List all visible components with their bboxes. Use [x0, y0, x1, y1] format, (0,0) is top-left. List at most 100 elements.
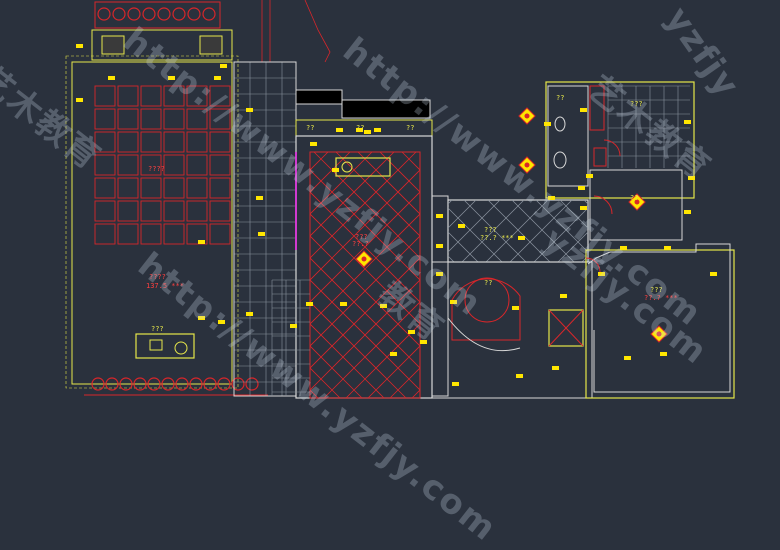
main-building	[60, 89, 670, 399]
diamond-line	[310, 152, 329, 171]
tree-symbol	[189, 377, 203, 391]
diamond-line	[310, 323, 385, 398]
dimension-tag	[218, 320, 225, 324]
dimension-tag	[560, 294, 567, 298]
hall-line	[448, 231, 479, 262]
diamond-line	[310, 169, 420, 281]
diamond-line	[310, 389, 319, 398]
diamond-line	[313, 152, 420, 259]
right-room-inner	[587, 243, 731, 393]
diamond-line	[310, 235, 420, 347]
label-right-top: ???	[630, 100, 643, 108]
dimension-tag	[598, 272, 605, 276]
tree-symbol	[112, 7, 126, 21]
dimension-tag	[620, 246, 627, 250]
dimension-tag	[214, 76, 221, 80]
yard-outline	[71, 61, 233, 385]
dimension-tag	[258, 232, 265, 236]
dimension-tag	[544, 122, 551, 126]
tree-symbol	[203, 377, 217, 391]
dimension-tag	[664, 246, 671, 250]
tree-symbol	[202, 7, 216, 21]
yard-tile	[117, 154, 139, 176]
light-symbol[interactable]	[518, 156, 536, 174]
label-stair: ??	[484, 279, 492, 287]
yard-tile	[209, 131, 231, 153]
light-symbol[interactable]	[650, 325, 668, 343]
hall-line	[448, 207, 503, 262]
small-room-outline	[589, 169, 683, 241]
tree-symbol	[91, 377, 105, 391]
diamond-line	[310, 191, 420, 303]
label-left-area: ????	[149, 273, 166, 281]
hall-line	[608, 200, 670, 262]
hall-line	[557, 231, 588, 262]
dimension-tag	[518, 236, 525, 240]
tree-symbol	[187, 7, 201, 21]
yard-tile	[140, 177, 162, 199]
yard-tile	[117, 223, 139, 245]
dimension-tag	[436, 244, 443, 248]
tree-symbol	[105, 377, 119, 391]
dimension-tag	[512, 306, 519, 310]
diamond-line	[310, 301, 407, 398]
label-hall: ???	[484, 226, 497, 234]
diamond-line	[310, 152, 417, 259]
hall-line	[511, 200, 575, 262]
tree-symbol	[119, 377, 133, 391]
light-symbol[interactable]	[628, 193, 646, 211]
left-yard	[65, 0, 331, 396]
tree-symbol	[97, 7, 111, 21]
dimension-tag	[340, 302, 347, 306]
stair-room-outline	[431, 261, 593, 399]
tree-symbol	[217, 377, 231, 391]
dimension-tag	[580, 108, 587, 112]
dimension-tag	[548, 196, 555, 200]
dimension-tag	[450, 300, 457, 304]
diamond-line	[379, 152, 420, 193]
diamond-line	[424, 152, 670, 398]
light-symbol[interactable]	[518, 107, 536, 125]
yard-tile	[117, 177, 139, 199]
dimension-tag	[688, 176, 695, 180]
dimension-tag	[220, 64, 227, 68]
yard-tile	[209, 200, 231, 222]
dimension-tag	[580, 206, 587, 210]
diamond-line	[60, 152, 306, 398]
toilet-1	[554, 116, 566, 132]
walkway	[233, 61, 297, 397]
right-wing	[545, 81, 735, 399]
light-symbol[interactable]	[355, 250, 373, 268]
dimension-tag	[290, 324, 297, 328]
yard-tile	[140, 131, 162, 153]
elevator	[548, 309, 584, 347]
hall-line	[368, 200, 430, 262]
island-sink	[341, 161, 353, 173]
hall-diagonal-pattern	[366, 200, 670, 262]
dimension-tag	[516, 374, 523, 378]
red-break-line	[304, 0, 331, 63]
stair-area-gray-grid	[271, 279, 310, 396]
label-center-top-2: ??	[356, 124, 364, 132]
yard-tile	[94, 154, 116, 176]
yard-tile	[163, 154, 185, 176]
yard-tile	[94, 177, 116, 199]
dimension-tag	[578, 186, 585, 190]
tree-symbol	[175, 377, 189, 391]
yard-table	[135, 333, 195, 359]
spiral-stair	[451, 278, 521, 341]
door-swing-3	[585, 257, 601, 273]
label-right-room: ???	[650, 286, 663, 294]
hall-line	[366, 200, 428, 262]
shower-red	[589, 85, 605, 131]
yard-tile	[209, 154, 231, 176]
label-center-room-size: ??.?	[352, 240, 369, 248]
label-left-top: ????	[148, 165, 165, 173]
dimension-tag	[420, 340, 427, 344]
yard-tile	[186, 223, 208, 245]
yard-tile	[163, 85, 185, 107]
hall-line	[448, 255, 455, 262]
yard-tile	[94, 85, 116, 107]
dimension-tag	[336, 128, 343, 132]
